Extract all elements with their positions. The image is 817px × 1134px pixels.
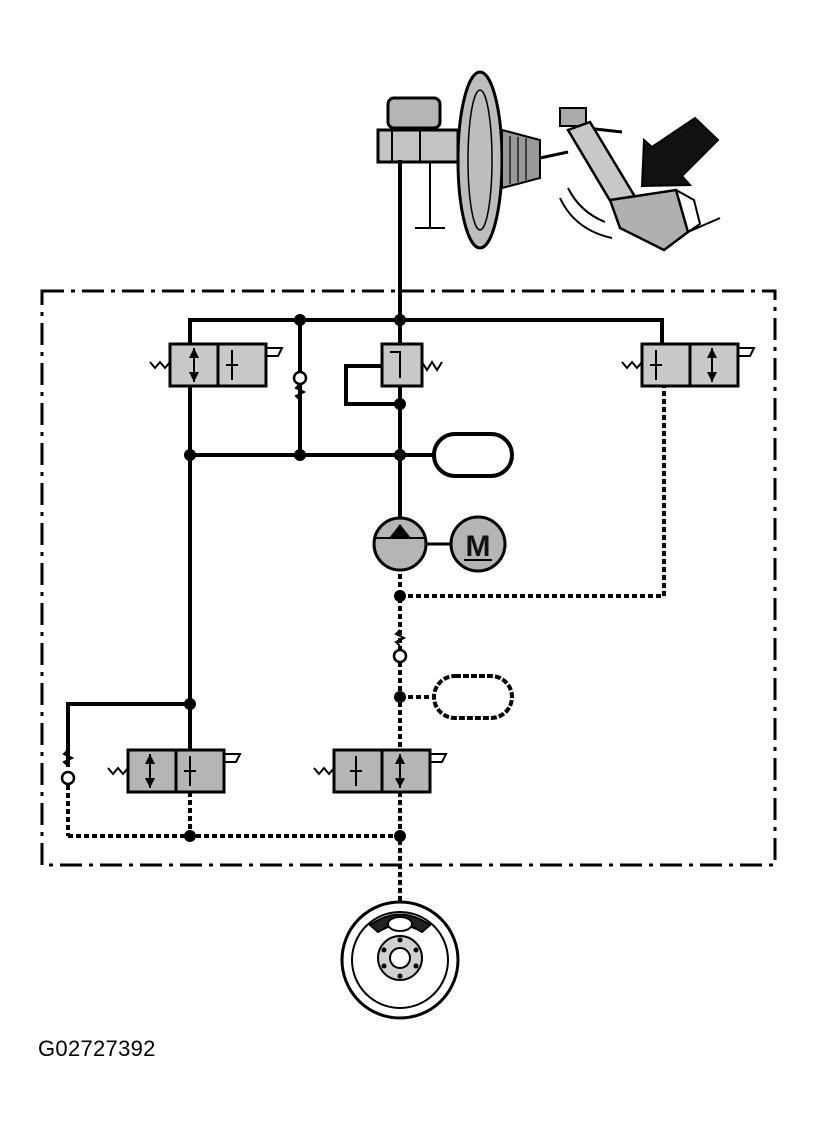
inlet-valve-icon xyxy=(107,748,242,794)
return-lines xyxy=(66,386,666,915)
pump-icon xyxy=(372,516,428,572)
motor-icon: M xyxy=(449,515,507,573)
motor-label: M xyxy=(466,530,491,563)
hydraulic-lines xyxy=(66,160,664,767)
wheel-brake-icon xyxy=(340,900,460,1020)
suction-valve-icon xyxy=(621,342,756,388)
check-valve-icon xyxy=(292,370,308,401)
outlet-valve-icon xyxy=(313,748,448,794)
check-valve-icon xyxy=(60,749,76,786)
brake-pedal-icon xyxy=(559,107,721,252)
accumulator-icon xyxy=(400,674,514,720)
brake-booster-icon xyxy=(456,70,569,250)
control-unit-boundary xyxy=(40,289,777,867)
master-cylinder-icon xyxy=(376,96,460,229)
changeover-valve-icon xyxy=(149,342,284,388)
figure-id-label: G02727392 xyxy=(38,1036,156,1061)
accumulator-icon xyxy=(400,432,514,478)
pilot-valve-icon xyxy=(380,342,443,388)
check-valve-icon xyxy=(392,629,408,664)
pedal-force-arrow-icon xyxy=(640,116,720,188)
